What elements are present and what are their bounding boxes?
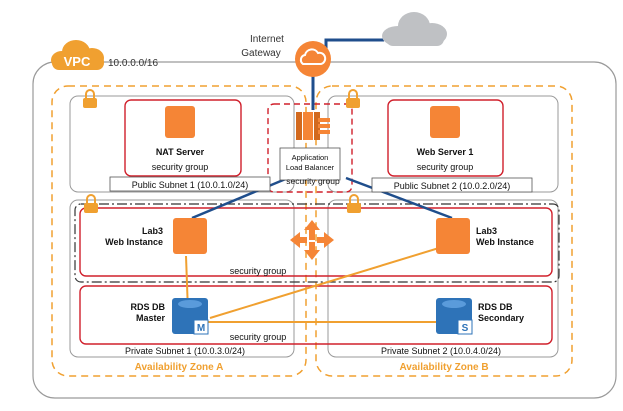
lab3-left-line1: Lab3 [142,226,163,236]
rds-secondary-badge: S [462,323,469,334]
nat-server-icon [165,106,195,138]
alb-label-box [279,147,341,181]
rds-secondary-line2: Secondary [478,313,524,323]
auto-scaling-group [74,203,560,283]
web-server-title: Web Server 1 [417,147,474,157]
rds-secondary-line1: RDS DB [478,302,513,312]
igw-label-line2: Gateway [241,48,280,59]
alb-label-line2: Load Balancer [286,163,335,172]
rds-secondary-icon [436,298,473,335]
availability-zone-a [51,85,307,377]
web-sg-label: security group [230,266,287,276]
lock-icon-az-b [346,89,360,108]
right-instance-to-master-link [209,243,453,319]
internet-gateway-icon [295,41,331,77]
vpc-badge-label: VPC [64,54,91,69]
lab3-right-instance-icon [436,218,470,254]
alb-security-group [267,103,353,193]
igw-to-cloud-link [324,38,384,60]
vpc-container [32,61,617,399]
web-server-security-group [387,99,504,177]
availability-zone-b [315,85,573,377]
db-sg-label: security group [230,332,287,342]
igw-label-line1: Internet [250,34,284,45]
rds-master-line1: RDS DB [130,302,165,312]
lab3-right-line1: Lab3 [476,226,497,236]
auto-scaling-icon [290,220,334,260]
web-server-icon [430,106,460,138]
private-subnet-1-box [69,199,295,358]
internet-cloud-icon [382,12,447,46]
lock-icon-private-b [347,194,361,213]
rds-master-icon [172,298,209,335]
nat-security-group [124,99,242,177]
public-subnet-1-label-box [109,176,271,192]
web-server-sg-label: security group [417,162,474,172]
private-subnet-2-label: Private Subnet 2 (10.0.4.0/24) [381,346,501,356]
public-subnet-1-box [69,95,295,193]
load-balancer-icon [296,112,330,140]
lab3-left-instance-icon [173,218,207,254]
rds-master-line2: Master [136,313,166,323]
az-a-label: Availability Zone A [135,362,224,373]
alb-to-left-instance-link [191,176,289,220]
vpc-cidr: 10.0.0.0/16 [108,58,158,69]
lock-icon-az-a [83,89,97,108]
nat-server-sg-label: security group [152,162,209,172]
private-subnet-1-label: Private Subnet 1 (10.0.3.0/24) [125,346,245,356]
rds-master-badge: M [197,323,205,334]
alb-label-line1: Application [292,153,329,162]
web-security-group [79,207,553,277]
lab3-left-line2: Web Instance [105,237,163,247]
public-subnet-2-label: Public Subnet 2 (10.0.2.0/24) [394,181,511,191]
lab3-right-line2: Web Instance [476,237,534,247]
alb-to-right-instance-link [345,176,453,220]
az-b-label: Availability Zone B [399,362,488,373]
nat-server-title: NAT Server [156,147,205,157]
public-subnet-1-label: Public Subnet 1 (10.0.1.0/24) [132,180,249,190]
lock-icon-private-a [84,194,98,213]
public-subnet-2-label-box [371,177,533,193]
alb-sg-label: security group [286,176,340,186]
vpc-cloud-icon [51,40,104,70]
